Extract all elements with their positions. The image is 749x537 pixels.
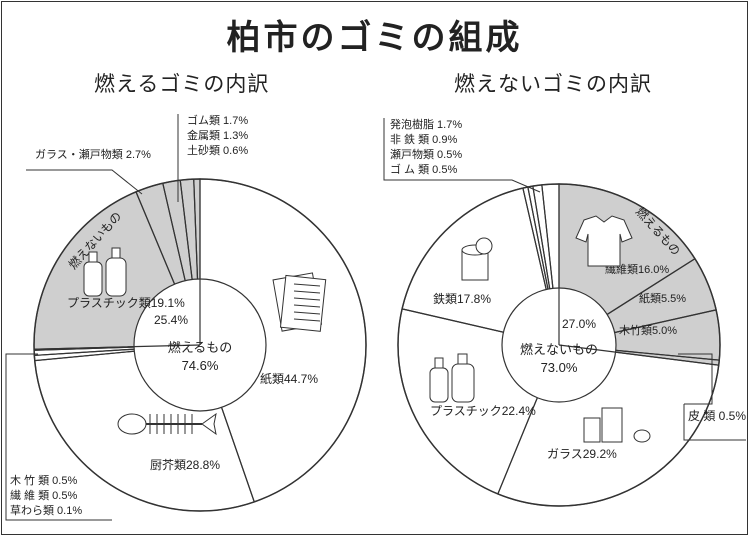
label-inner-group: 27.0% [562,317,596,331]
label-glass: ガラス29.2% [547,447,617,461]
left-chart-title: 燃えるゴミの内訳 [94,73,270,96]
pie-outline [33,178,367,512]
jar-lid [633,429,651,443]
label-center: 燃えないもの [520,342,598,357]
shirt-icon [575,215,633,267]
bottle [83,261,103,297]
leader-line [383,118,541,193]
newspaper-line [293,297,321,301]
bottle-cap [111,247,121,259]
fish-head [117,413,147,435]
label-iron: 鉄類17.8% [433,291,491,306]
bottle-cap [457,353,468,365]
newspaper-icon [272,272,327,332]
bottle [105,257,127,297]
jar [583,417,601,443]
bottle [451,363,475,403]
shirt-body [575,215,633,267]
label-center: 燃えるもの [168,340,233,355]
pie-outline [397,183,721,507]
bottles-icon [83,247,127,297]
newspaper-line [293,311,321,315]
label-rubber: ゴ ム 類 0.5% [390,162,457,176]
label-wood: 木竹類5.0% [619,323,677,337]
label-plastic: プラスチック類19.1% [67,296,185,310]
newspaper-line [293,290,321,294]
fish-bone-icon [117,412,217,436]
label-center-value: 73.0% [541,360,578,375]
label-rubber: ゴム類 1.7% [187,113,248,127]
label-plastic: プラスチック22.4% [430,404,536,418]
label-fiber: 繊維類16.0% [605,263,669,276]
label-center-value: 74.6% [182,358,219,373]
label-glass: ガラス・瀬戸物類 2.7% [35,147,151,161]
right-chart-title: 燃えないゴミの内訳 [454,73,652,96]
center-split-line [558,344,616,353]
left-pie-chart: 紙類44.7% 厨芥類28.8% プラスチック類19.1% 25.4% 燃えるもの 74.… [5,113,367,521]
label-paper: 紙類5.5% [639,291,686,305]
bottle [429,367,449,403]
right-pie-chart: 繊維類16.0% 紙類5.5% 木竹類5.0% ガラス29.2% プラスチック22.4%… [383,117,746,507]
newspaper-line [293,283,321,287]
bottle-cap [88,251,98,263]
label-nonferrous: 非 鉄 類 0.9% [390,132,457,146]
label-paper: 紙類44.7% [260,371,318,386]
label-straw: 草わら類 0.1% [10,504,82,517]
jars-icon [583,407,651,443]
fish-tail [201,412,217,436]
bottle-cap [434,357,444,369]
leader-line [683,404,746,441]
label-soil: 土砂類 0.6% [187,144,248,157]
page-title: 柏市のゴミの組成 [226,19,523,57]
leader-line [26,169,143,195]
bottles-icon [429,353,475,403]
label-kitchen: 厨芥類28.8% [150,458,220,472]
leader-line [5,353,38,472]
newspaper-line [293,318,321,322]
label-metal: 金属類 1.3% [187,128,248,142]
label-wood: 木 竹 類 0.5% [10,473,77,487]
label-fiber: 繊 維 類 0.5% [10,489,77,502]
label-foam: 発泡樹脂 1.7% [390,117,462,131]
label-seto: 瀬戸物類 0.5% [390,147,462,161]
can-lid [475,237,493,255]
leader-line [5,472,112,521]
can-icon [461,237,493,281]
center-split-line [134,344,201,348]
newspaper-sheet [279,274,327,332]
label-inner-group: 25.4% [154,313,188,327]
newspaper-line [293,304,321,308]
jar [601,407,623,443]
leader-line [678,353,713,405]
label-leather: 皮 類 0.5% [688,409,746,423]
